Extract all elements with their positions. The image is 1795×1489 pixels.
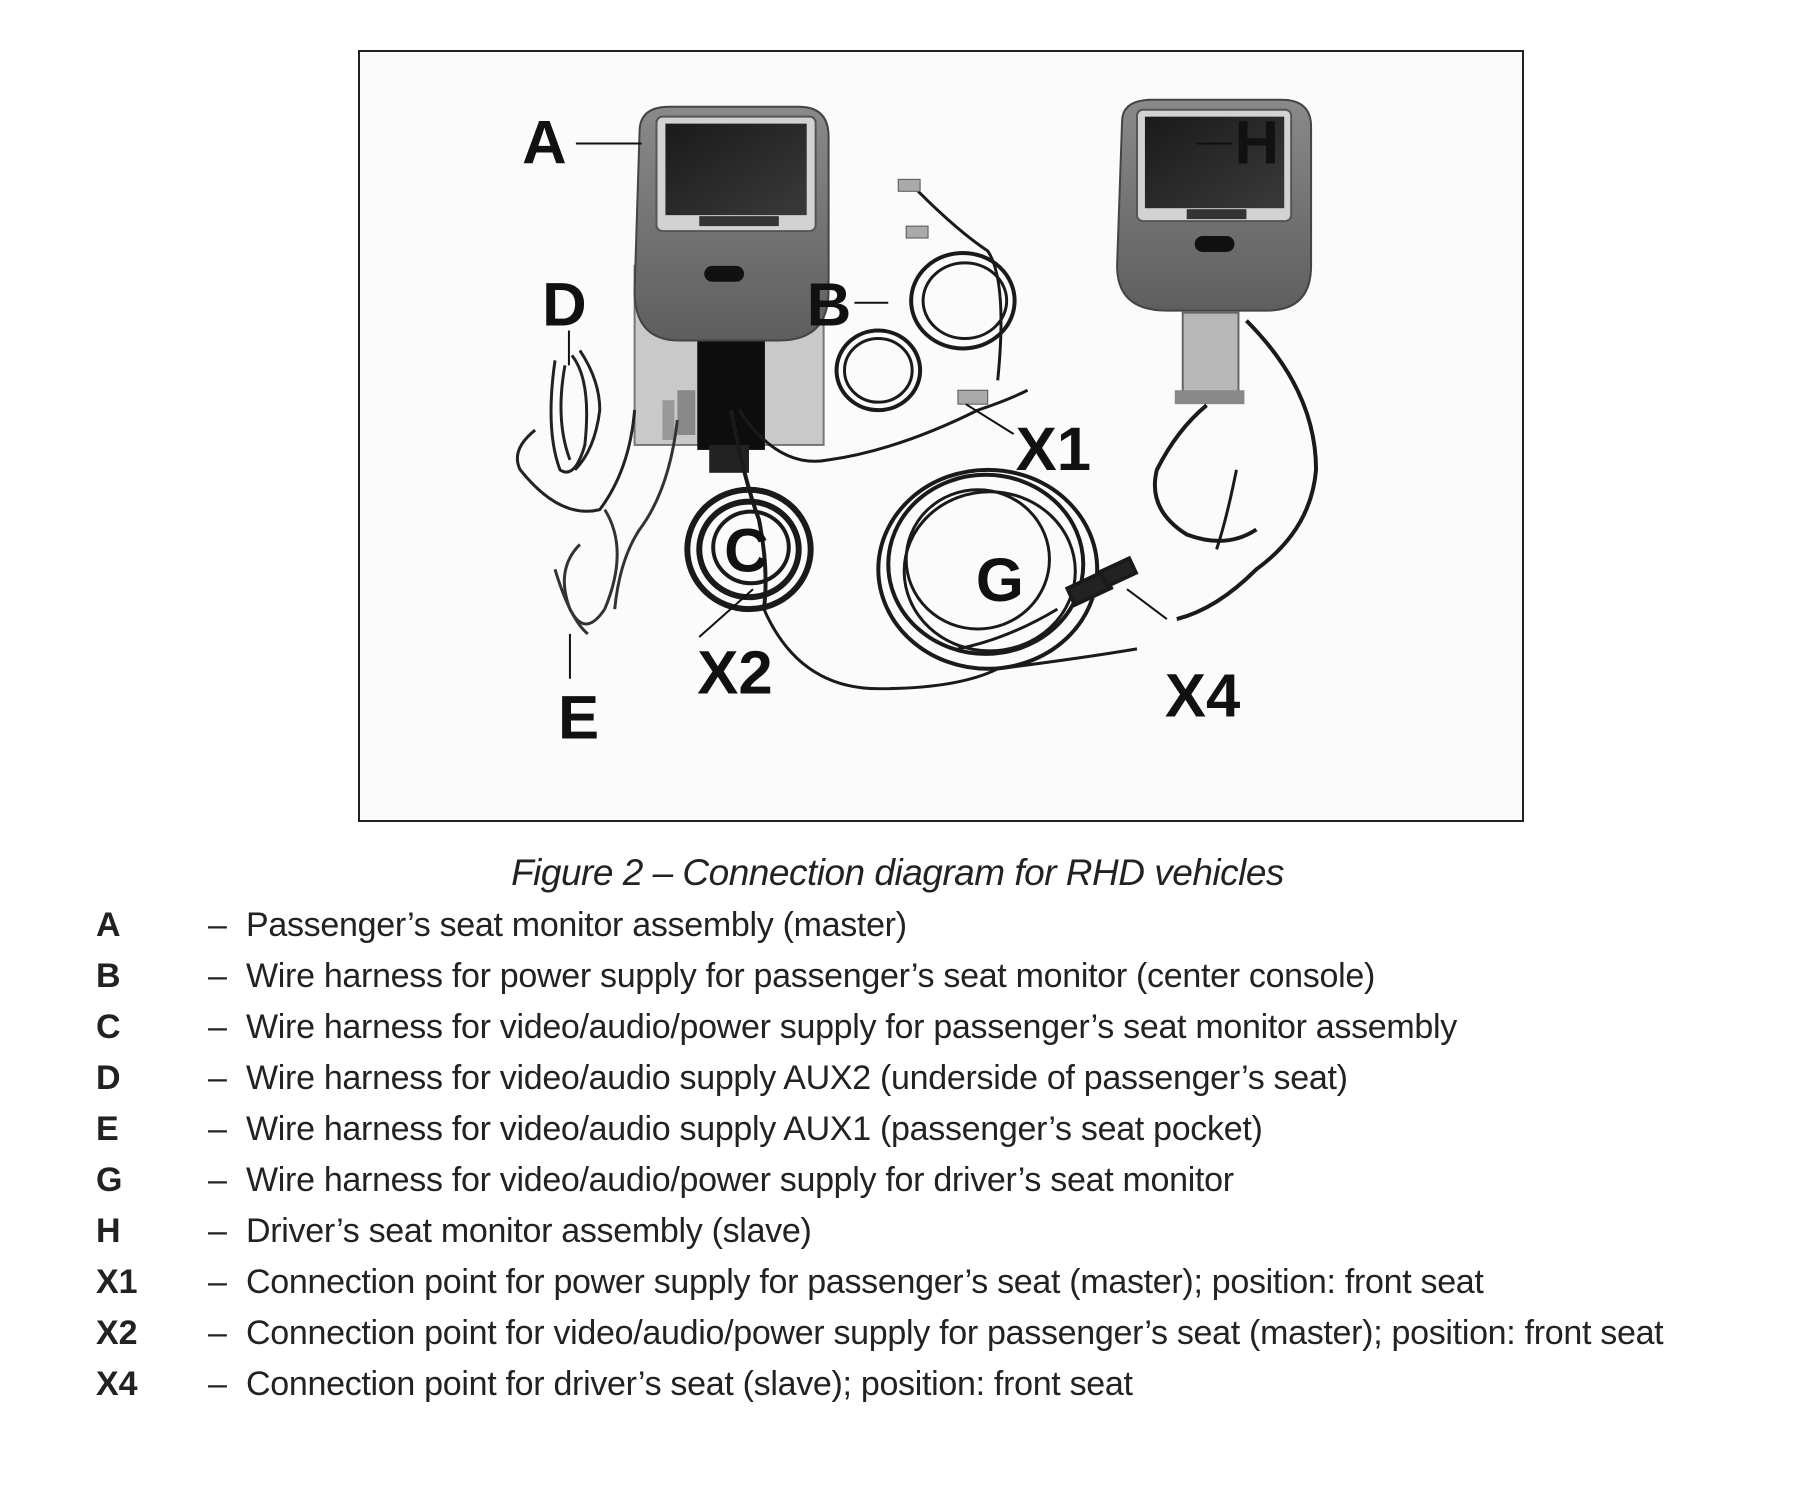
figure-caption: Figure 2 – Connection diagram for RHD ve… [511,852,1284,893]
harness-b [737,178,1029,463]
legend-dash: – [208,1314,227,1352]
legend-code: X2 [96,1314,138,1352]
harness-c [684,409,814,613]
legend-item: C –Wire harness for video/audio/power sup… [96,1002,1756,1053]
connection-diagram: A H B D X1 C G X2 E X4 [515,98,1319,752]
legend-dash: – [208,1161,227,1199]
callout-g: G [976,546,1024,615]
legend-dash: – [208,1110,227,1148]
monitor-a-assembly [633,105,830,473]
leader-x1 [965,403,1015,435]
legend-description: Wire harness for video/audio supply AUX2… [246,1059,1348,1097]
legend-description: Wire harness for video/audio/power suppl… [246,1161,1234,1199]
callout-x2: X2 [697,639,772,708]
legend-code: X1 [96,1263,138,1301]
harness-slave-lead [957,319,1319,651]
legend-item: A –Passenger’s seat monitor assembly (mas… [96,900,1756,951]
legend-description: Driver’s seat monitor assembly (slave) [246,1212,812,1250]
harness-e [553,419,679,679]
callout-a: A [522,108,567,177]
legend-item: G –Wire harness for video/audio/power sup… [96,1155,1756,1206]
legend-description: Connection point for video/audio/power s… [246,1314,1664,1352]
legend-code: C [96,1008,121,1046]
legend-dash: – [208,1059,227,1097]
callout-x1: X1 [1016,415,1091,484]
legend-dash: – [208,906,227,944]
legend-code: X4 [96,1365,138,1403]
leader-x2 [698,588,754,638]
legend-code: A [96,906,121,944]
harness-d [515,349,637,513]
legend-code: B [96,957,121,995]
legend-description: Connection point for driver’s seat (slav… [246,1365,1133,1403]
legend-code: E [96,1110,119,1148]
legend-item: X2 –Connection point for video/audio/powe… [96,1308,1756,1359]
legend-code: G [96,1161,123,1199]
legend-item: X4 –Connection point for driver’s seat (s… [96,1359,1756,1410]
callout-e: E [558,683,599,752]
callout-d: D [542,271,587,340]
legend-item: B –Wire harness for power supply for pass… [96,951,1756,1002]
legend-dash: – [208,1365,227,1403]
legend-description: Wire harness for power supply for passen… [246,957,1375,995]
legend-item: D –Wire harness for video/audio supply AU… [96,1053,1756,1104]
legend-code: D [96,1059,121,1097]
legend-description: Connection point for power supply for pa… [246,1263,1484,1301]
legend-list: A–Passenger’s seat monitor assembly (mas… [96,900,1756,1410]
figure-frame: A H B D X1 C G X2 E X4 [358,50,1524,822]
legend-description: Wire harness for video/audio supply AUX1… [246,1110,1263,1148]
legend-item: H –Driver’s seat monitor assembly (slave) [96,1206,1756,1257]
harness-g [762,467,1138,691]
legend-item: X1 –Connection point for power supply for… [96,1257,1756,1308]
callout-leaders [567,142,1233,638]
legend-dash: – [208,1212,227,1250]
legend-description: Passenger’s seat monitor assembly (maste… [246,906,907,944]
legend-dash: – [208,1263,227,1301]
callout-b: B [807,271,852,340]
callout-h: H [1234,108,1279,177]
legend-code: H [96,1212,121,1250]
legend-dash: – [208,957,227,995]
monitor-h-assembly [1116,98,1313,405]
leader-x4 [1126,588,1168,620]
legend-dash: – [208,1008,227,1046]
legend-item: E –Wire harness for video/audio supply AU… [96,1104,1756,1155]
legend-description: Wire harness for video/audio/power suppl… [246,1008,1457,1046]
callout-x4: X4 [1165,662,1240,731]
callout-c: C [724,516,769,585]
